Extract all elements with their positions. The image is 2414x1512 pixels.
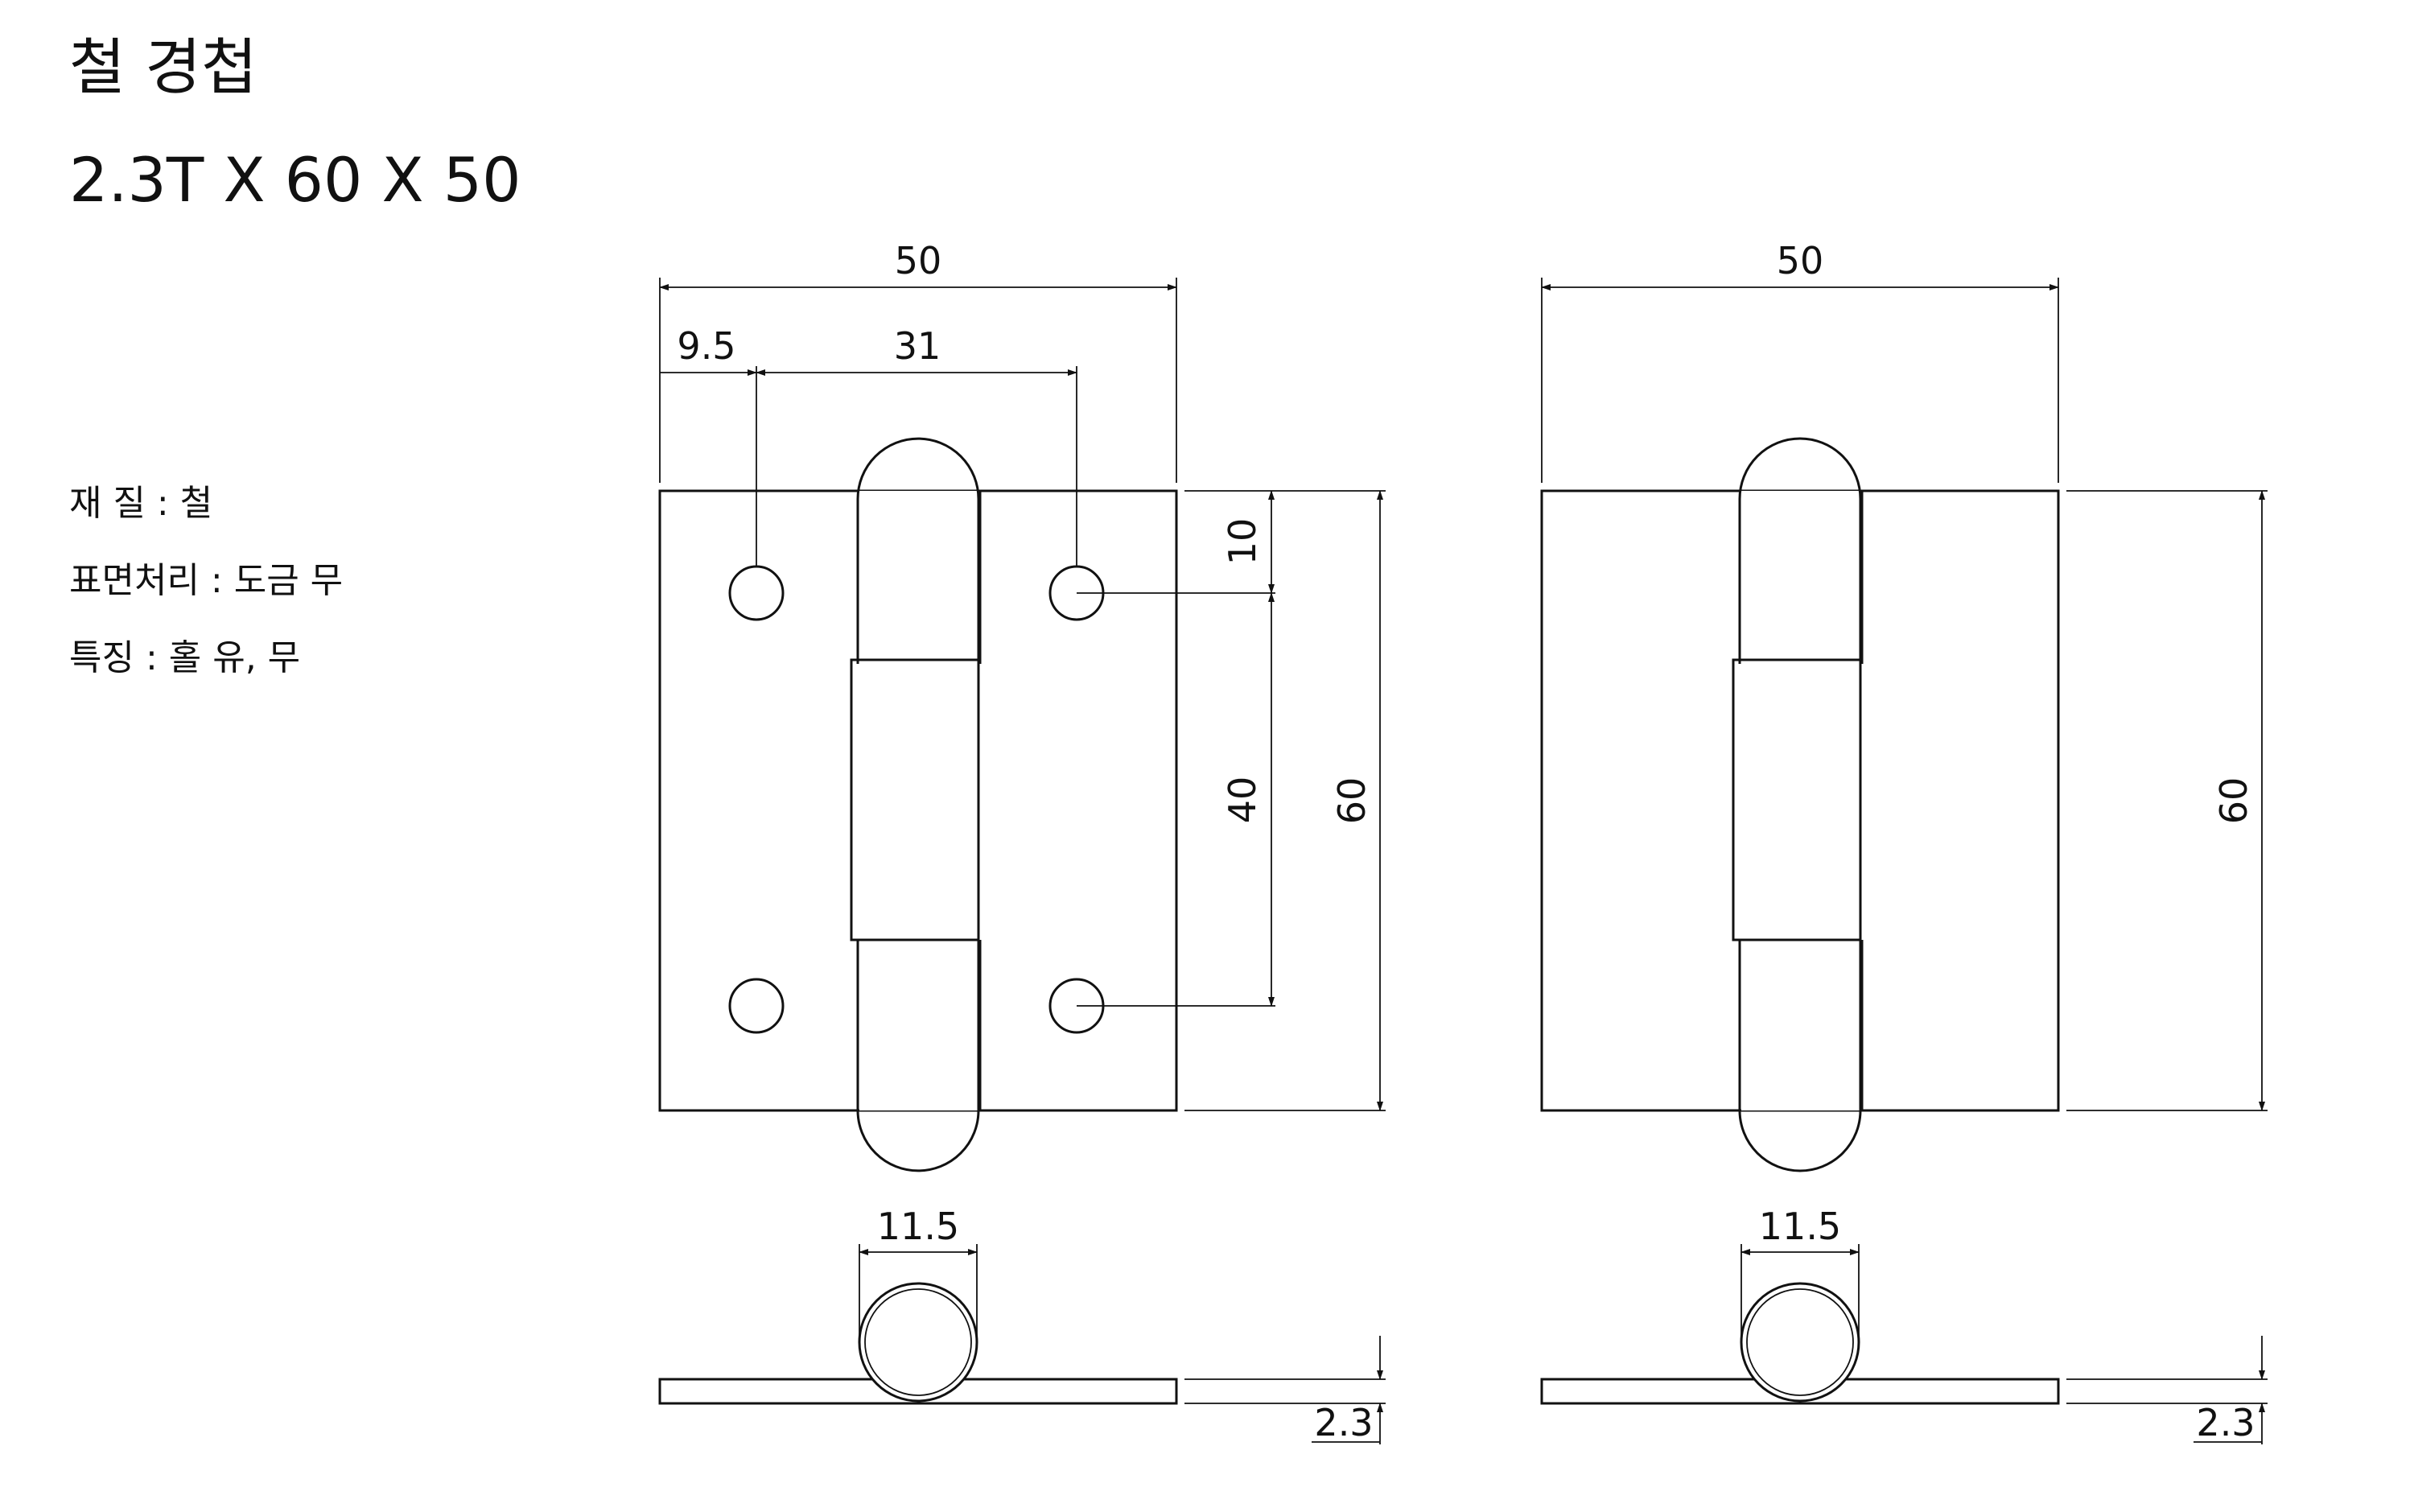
hinge-front-view-with-holes xyxy=(658,437,1178,1172)
hinge-side-view-left: 11.5 2.3 xyxy=(658,1205,1386,1444)
spec-feature: 특징 : 홀 유, 무 xyxy=(69,637,300,678)
knuckle-outline-right xyxy=(1738,437,1862,1172)
dim-height-60-right: 60 xyxy=(2212,777,2255,825)
dim-hole-spacing-40: 40 xyxy=(1221,777,1264,824)
hinge-side-view-right: 11.5 2.3 xyxy=(1540,1205,2268,1444)
dimensions-left: 50 9.5 31 10 40 60 xyxy=(659,239,1386,1111)
dimensions-right: 50 60 xyxy=(1541,239,2268,1111)
title-name: 철 경첩 xyxy=(69,31,257,103)
knuckle-inner-right xyxy=(1746,1288,1854,1396)
knuckle-outer xyxy=(858,1282,978,1403)
spec-surface: 표면처리 : 도금 무 xyxy=(69,560,343,601)
knuckle-inner xyxy=(864,1288,972,1396)
spec-material: 재 질 : 철 xyxy=(69,483,212,524)
dim-hole-top-10: 10 xyxy=(1221,518,1264,566)
dim-height-60: 60 xyxy=(1330,777,1374,825)
hole-top-left xyxy=(728,565,785,621)
dim-knuckle-11-5-right: 11.5 xyxy=(1759,1205,1841,1248)
dim-width-50-right: 50 xyxy=(1777,239,1824,282)
knuckle-outer-right xyxy=(1740,1282,1860,1403)
dim-thickness-2-3: 2.3 xyxy=(1314,1401,1373,1444)
knuckle-joint-line xyxy=(850,491,980,1110)
hinge-front-view-without-holes xyxy=(1540,437,2060,1172)
knuckle-outline xyxy=(856,437,980,1172)
dim-knuckle-11-5: 11.5 xyxy=(877,1205,959,1248)
dim-hole-spacing-31: 31 xyxy=(894,324,941,368)
hole-bottom-left xyxy=(728,978,785,1034)
title-size: 2.3T X 60 X 50 xyxy=(69,144,521,216)
knuckle-joint-line-right xyxy=(1732,491,1862,1110)
dim-width-50: 50 xyxy=(895,239,942,282)
dim-thickness-2-3-right: 2.3 xyxy=(2196,1401,2255,1444)
dim-hole-offset-9-5: 9.5 xyxy=(677,324,735,368)
